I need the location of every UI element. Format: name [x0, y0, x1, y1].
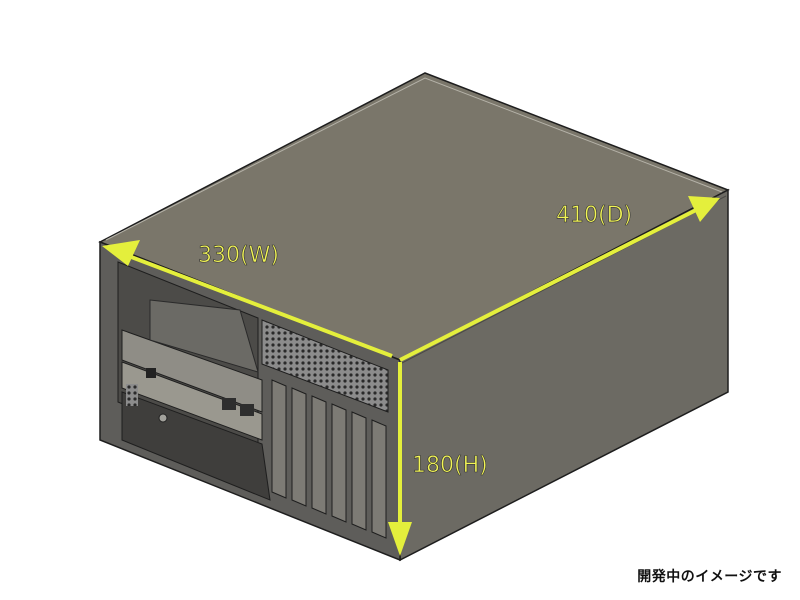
- depth-label: 410(D): [556, 203, 632, 228]
- ventilation-dots: [126, 384, 138, 406]
- height-dimension-arrow: [388, 362, 412, 556]
- usb-port-2: [240, 404, 254, 416]
- width-dimension-arrow: [102, 240, 393, 358]
- case-top-edge-highlight: [105, 77, 723, 241]
- width-label: 330(W): [198, 243, 279, 268]
- drive-bay-tray: [121, 329, 263, 413]
- power-switch: [146, 368, 156, 378]
- standoff: [158, 413, 168, 423]
- usb-port-1: [222, 398, 236, 410]
- front-io-panel: [121, 361, 263, 441]
- rear-mesh-grille: [261, 319, 389, 413]
- height-label: 180(H): [412, 453, 488, 478]
- caption: 開発中のイメージです: [637, 569, 782, 585]
- expansion-slots: [271, 379, 387, 539]
- depth-dimension-arrow: [399, 196, 720, 362]
- drive-bay-inner: [149, 299, 259, 373]
